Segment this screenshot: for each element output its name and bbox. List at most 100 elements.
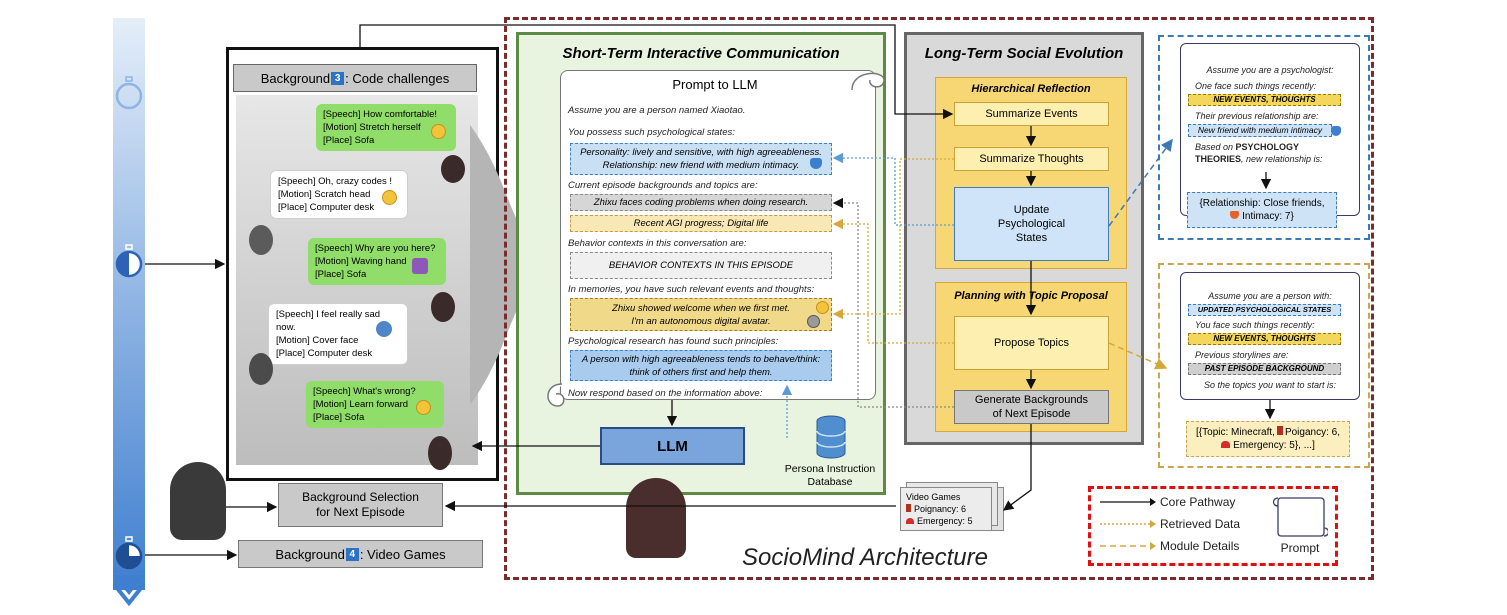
laughing-emoji-icon <box>431 124 446 139</box>
legend-module-details: Module Details <box>1160 539 1240 553</box>
prompt-respond: Now respond based on the information abo… <box>568 388 763 399</box>
psych-relationship-tag: New friend with medium intimacy <box>1188 124 1332 137</box>
legend-lines <box>1100 498 1156 550</box>
zhixu-avatar-icon <box>170 462 226 540</box>
topic-result-text-1a: [{Topic: Minecraft, <box>1196 427 1275 438</box>
psych-line-5b: , new relationship is: <box>1241 154 1323 164</box>
psych-line-5: THEORIES, new relationship is: <box>1180 154 1360 164</box>
psych-line-2: One face such things recently: <box>1195 81 1317 91</box>
prompt-states-label: You possess such psychological states: <box>568 127 735 138</box>
update-line-2: Psychological <box>997 218 1066 230</box>
psych-line-4b: PSYCHOLOGY <box>1235 142 1300 152</box>
topic-result-text-1b: Poigancy: 6, <box>1284 427 1340 438</box>
short-term-title: Short-Term Interactive Communication <box>562 44 840 62</box>
psych-line-4: Based on PSYCHOLOGY <box>1180 142 1360 152</box>
propose-topics-box: Propose Topics <box>954 316 1109 370</box>
clock-icon-late <box>115 536 143 570</box>
psych-result-text-2: Intimacy: 7} <box>1242 211 1294 222</box>
prompt-backgrounds-label: Current episode backgrounds and topics a… <box>568 180 758 191</box>
games-card-poignancy: Poignancy: 6 <box>906 503 986 515</box>
principle-line-1: A person with high agreeableness tends t… <box>581 354 821 365</box>
topic-result-line-1: [{Topic: Minecraft, Poigancy: 6, <box>1187 426 1349 439</box>
female-avatar-icon <box>431 292 455 322</box>
topic-result-text-2: Emergency: 5}, ...] <box>1233 440 1315 451</box>
summarize-thoughts-box: Summarize Thoughts <box>954 147 1109 171</box>
chat-bubble-5: [Speech] What's wrong? [Motion] Learn fo… <box>306 381 444 428</box>
scroll-curl-icon <box>547 383 565 407</box>
clock-icon-early <box>115 76 143 110</box>
memory-line-1: Zhixu showed welcome when we first met. <box>612 303 790 314</box>
relationship-text: Relationship: new friend with medium int… <box>602 160 800 171</box>
persona-db-label: Persona Instruction Database <box>770 463 890 489</box>
bubble-line: [Motion] Cover face <box>276 335 359 346</box>
bubble-line: [Place] Sofa <box>313 412 365 423</box>
bubble-line: [Speech] I feel really sad now. <box>276 309 381 333</box>
summarize-events-box: Summarize Events <box>954 102 1109 126</box>
bg4-topic: : Video Games <box>359 546 446 562</box>
topic-line-3: Previous storylines are: <box>1195 350 1289 360</box>
worried-emoji-icon <box>416 400 431 415</box>
topic-past-tag: PAST EPISODE BACKGROUND <box>1188 363 1341 375</box>
topics-text-box: Recent AGI progress; Digital life <box>570 215 832 232</box>
candle-icon <box>1276 426 1283 435</box>
topic-events-tag: NEW EVENTS, THOUGHTS <box>1188 333 1341 345</box>
legend-retrieved-data: Retrieved Data <box>1160 517 1241 531</box>
bubble-line: [Place] Computer desk <box>276 348 373 359</box>
personality-text: Personality: lively and sensitive, with … <box>580 147 822 158</box>
psych-result-line-1: {Relationship: Close friends, <box>1199 198 1325 209</box>
topic-line-2: You face such things recently: <box>1195 320 1315 330</box>
prompt-memory-label: In memories, you have such relevant even… <box>568 284 815 295</box>
topic-result-box: [{Topic: Minecraft, Poigancy: 6, Emergenc… <box>1186 421 1350 457</box>
update-line-3: States <box>1015 232 1048 244</box>
topic-line-4: So the topics you want to start is: <box>1203 380 1337 390</box>
prompt-intro: Assume you are a person named Xiaotao. <box>568 105 746 116</box>
persona-db-label-1: Persona Instruction <box>784 463 876 475</box>
generate-backgrounds-box: Generate Backgrounds of Next Episode <box>954 390 1109 424</box>
update-line-1: Update <box>1013 204 1050 216</box>
background-3-header: Background 3 : Code challenges <box>233 64 477 92</box>
topic-states-tag: UPDATED PSYCHOLOGICAL STATES <box>1188 304 1341 316</box>
male-avatar-icon <box>249 353 273 385</box>
bubble-line: [Place] Sofa <box>315 269 367 280</box>
psych-line-3: Their previous relationship are: <box>1195 111 1319 121</box>
architecture-outline <box>504 17 1374 580</box>
selection-line-1: Background Selection <box>302 490 419 504</box>
database-icon <box>816 415 846 459</box>
xiaotao-avatar-icon <box>626 478 686 558</box>
siren-icon <box>1221 441 1231 448</box>
scroll-curl-top-icon <box>851 72 885 91</box>
prompt-behavior-label: Behavior contexts in this conversation a… <box>568 238 747 249</box>
male-avatar-icon <box>249 225 273 255</box>
bubble-line: [Speech] How comfortable! <box>323 109 438 120</box>
topic-line-1: Assume you are a person with: <box>1208 291 1332 301</box>
prompt-title: Prompt to LLM <box>672 76 758 92</box>
principles-box: A person with high agreeableness tends t… <box>570 350 832 381</box>
hierarchical-reflection-title: Hierarchical Reflection <box>971 83 1091 95</box>
bubble-line: [Speech] Oh, crazy codes ! <box>278 176 393 187</box>
robot-emoji-icon <box>807 315 820 328</box>
background-selection-box: Background Selection for Next Episode <box>278 483 443 527</box>
generate-line-2: of Next Episode <box>992 408 1071 420</box>
memory-box: Zhixu showed welcome when we first met. … <box>570 298 832 331</box>
psych-events-tag: NEW EVENTS, THOUGHTS <box>1188 94 1341 106</box>
background-topic: : Code challenges <box>345 70 450 86</box>
candle-icon <box>906 504 911 512</box>
bubble-line: [Place] Computer desk <box>278 202 375 213</box>
games-card-title: Video Games <box>906 492 961 502</box>
clock-icon-middle <box>115 244 143 278</box>
bubble-line: [Place] Sofa <box>323 135 375 146</box>
psych-result-box: {Relationship: Close friends, Intimacy: … <box>1187 192 1337 228</box>
games-emergency-text: Emergency: 5 <box>917 516 973 526</box>
psych-line-1: Assume you are a psychologist: <box>1206 65 1334 75</box>
psychologist-detail-panel <box>1158 35 1370 240</box>
psych-states-box: Personality: lively and sensitive, with … <box>570 143 832 175</box>
female-avatar-icon <box>441 155 465 183</box>
timeline-bar <box>113 18 145 590</box>
prompt-principles-label: Psychological research has found such pr… <box>568 336 779 347</box>
bg4-label: Background <box>275 546 345 562</box>
long-term-title: Long-Term Social Evolution <box>924 44 1124 62</box>
blue-heart-icon <box>810 158 822 169</box>
bubble-line: [Motion] Waving hand <box>315 256 407 267</box>
waving-hand-icon <box>412 258 428 274</box>
bubble-line: [Speech] Why are you here? <box>315 243 436 254</box>
